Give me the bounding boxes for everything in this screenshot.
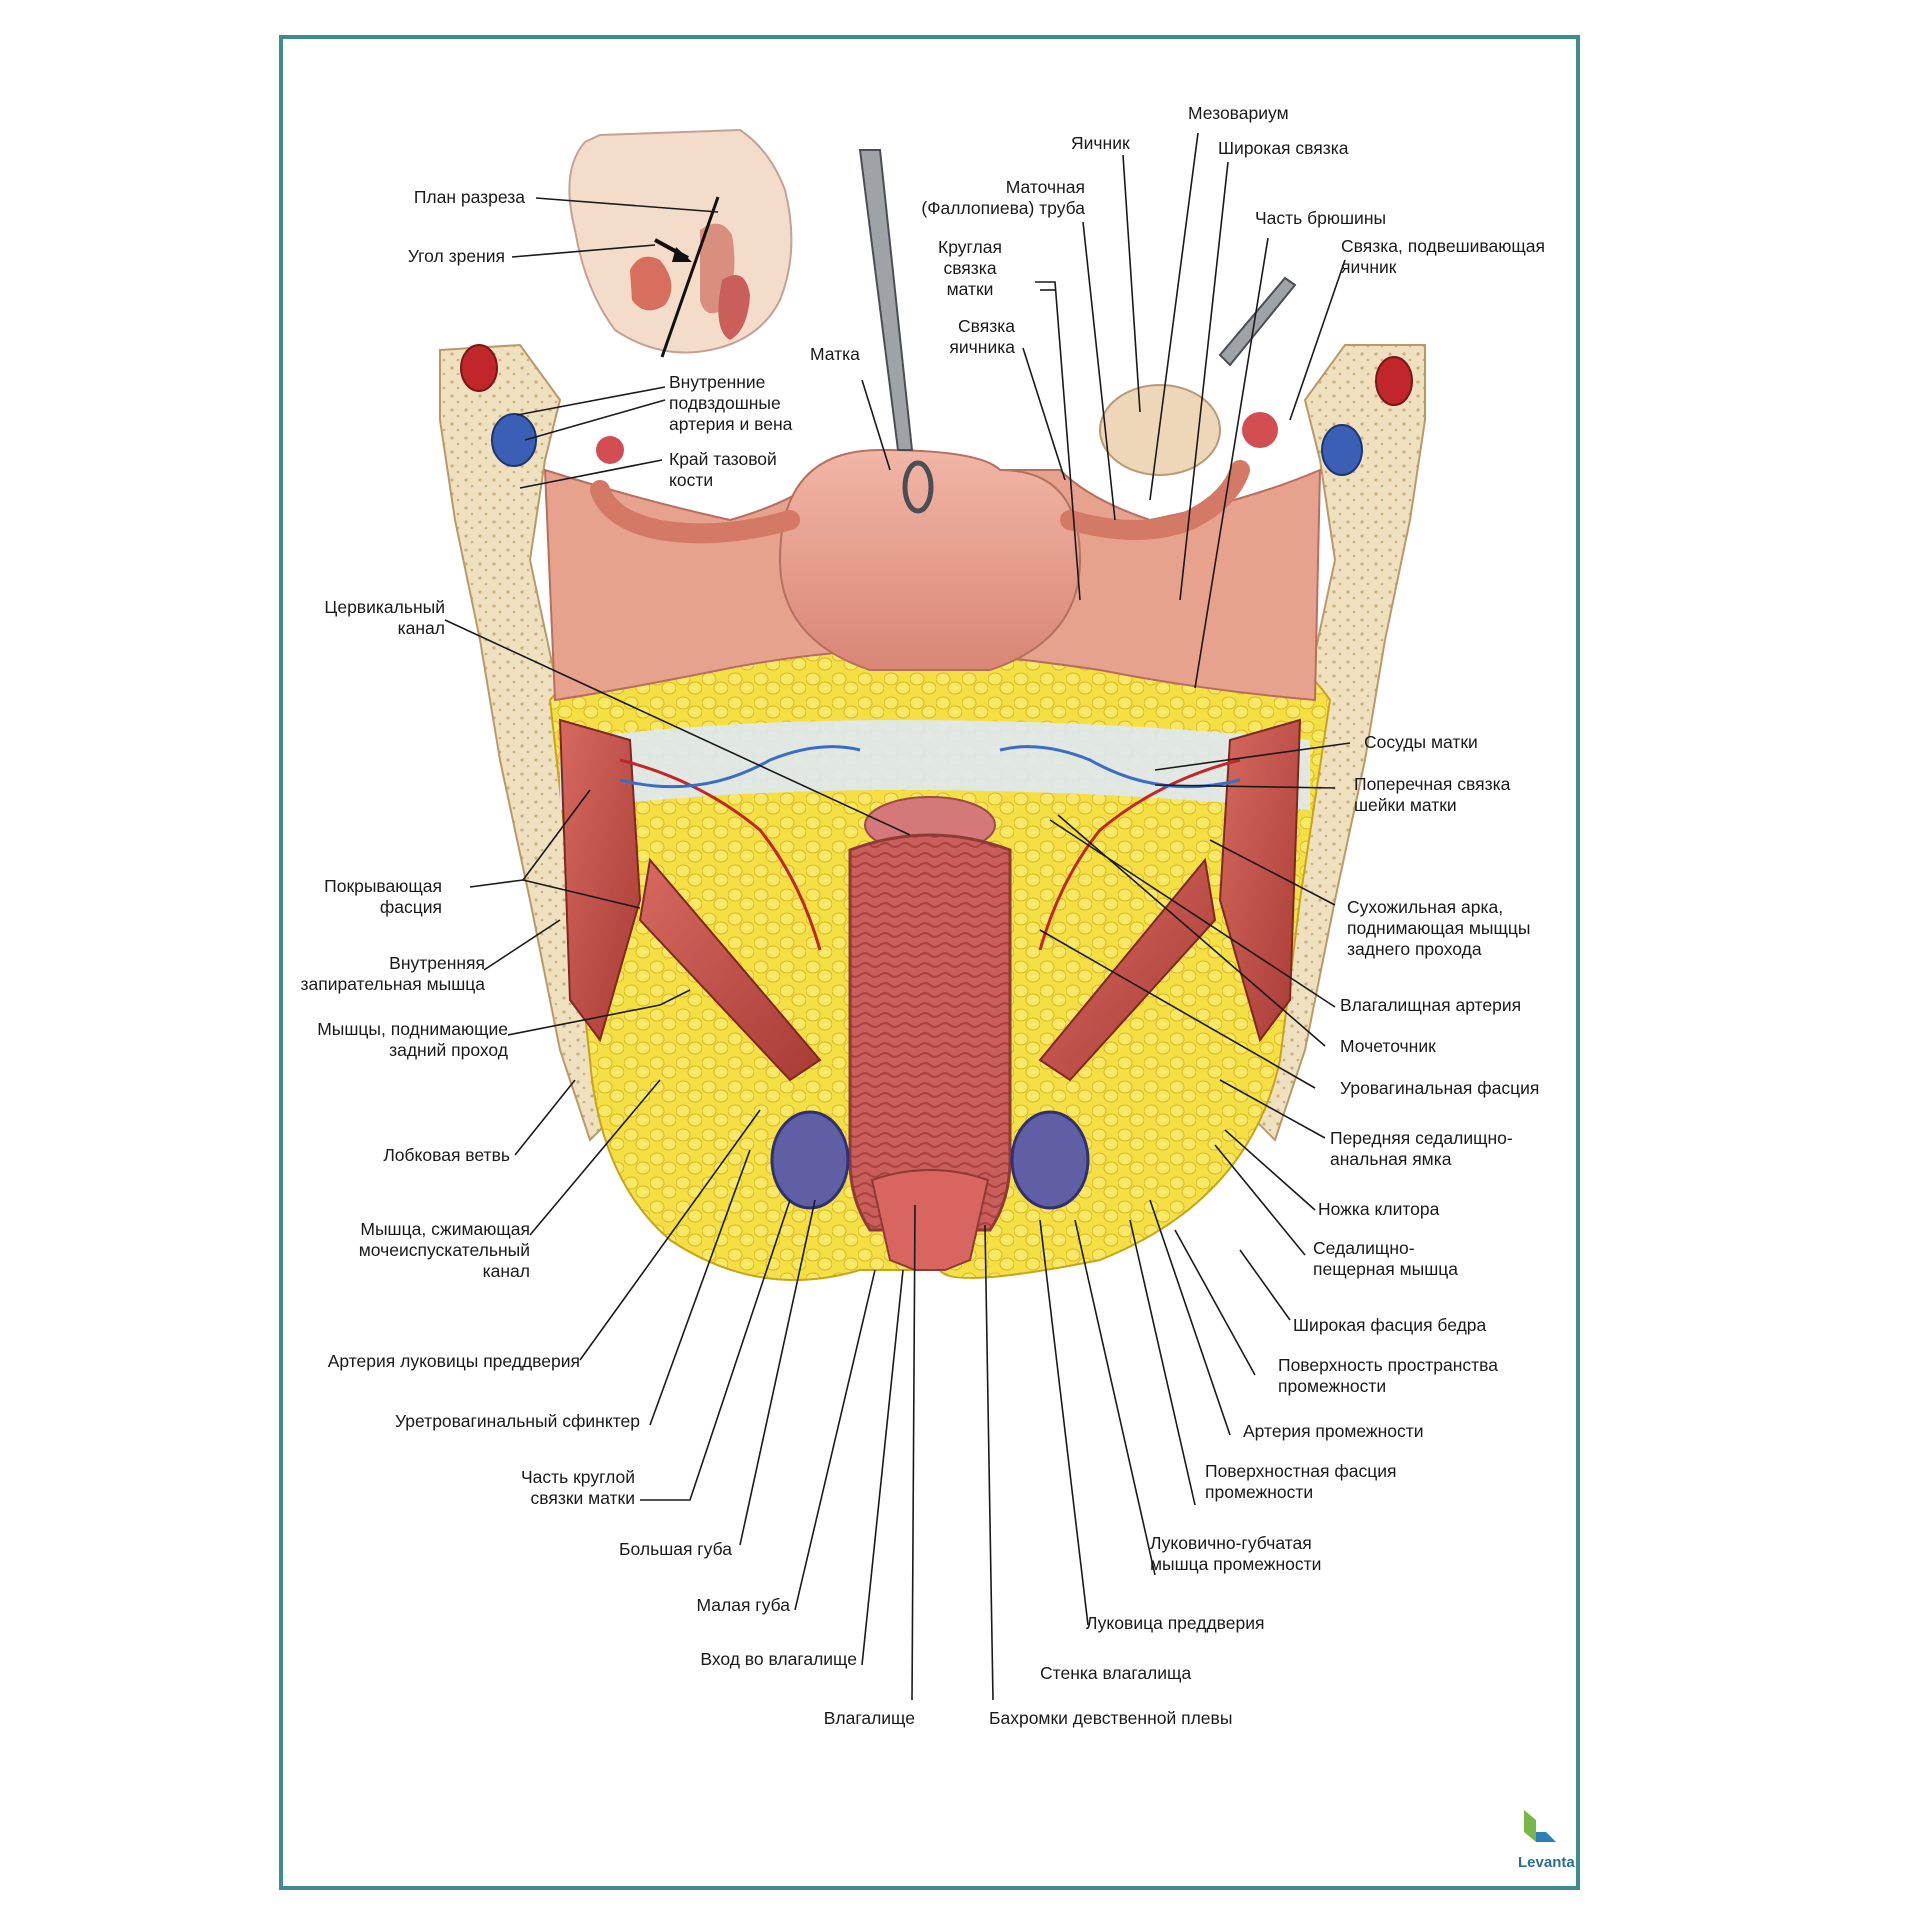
label-clitoris-crus: Ножка клитора (1318, 1199, 1440, 1219)
label-perineal-artery: Артерия промежности (1243, 1421, 1424, 1441)
fimbriae-left (596, 436, 624, 464)
levanta-logo-icon (1524, 1810, 1556, 1842)
label-labia-minora: Малая губа (696, 1595, 790, 1615)
label-vagina: Влагалище (823, 1708, 915, 1728)
label-ovary: Яичник (1071, 133, 1130, 153)
label-uterus: Матка (810, 344, 860, 364)
label-ischiocavernosus: Седалищно-пещерная мышца (1313, 1238, 1459, 1279)
levator-right (1038, 857, 1217, 1082)
label-urovaginal-fascia: Уровагинальная фасция (1340, 1078, 1540, 1098)
label-ischioanal-fossa: Передняя седалищно-анальная ямка (1330, 1128, 1513, 1169)
label-plan: План разреза (413, 187, 525, 207)
forceps (858, 149, 1297, 514)
obturator-muscle-left (558, 718, 642, 1043)
uterine-vessels (619, 745, 1241, 951)
label-urethrovaginal-sphincter: Уретровагинальный сфинктер (394, 1411, 640, 1431)
vagina-canal (848, 833, 1012, 1232)
label-vestibular-bulb: Луковица преддверия (1086, 1613, 1265, 1633)
inset-sagittal-sketch (568, 128, 793, 358)
label-introitus: Вход во влагалище (700, 1649, 857, 1669)
brand-logo-text: Levanta (1518, 1854, 1575, 1871)
vestibular-bulb-left (770, 1110, 850, 1210)
fallopian-tube-right (1060, 460, 1250, 540)
label-vaginal-artery: Влагалищная артерия (1340, 995, 1522, 1015)
vaginal-introitus (870, 1169, 990, 1271)
label-fascia-lata: Широкая фасция бедра (1293, 1315, 1487, 1335)
ovary-right (1099, 384, 1221, 476)
label-pubic-ramus: Лобковая ветвь (383, 1145, 510, 1165)
label-broad-ligament: Широкая связка (1218, 138, 1349, 158)
fimbriae-right (1242, 412, 1278, 448)
label-labia-majora: Большая губа (619, 1539, 732, 1559)
levator-left (638, 857, 822, 1082)
iliac-vessels (460, 344, 1413, 476)
uterus (778, 448, 1082, 671)
vestibular-bulb-right (1010, 1110, 1090, 1210)
fallopian-tube-left (590, 480, 800, 544)
label-uterine-vessels: Сосуды матки (1364, 732, 1478, 752)
label-fallopian-tube: Маточная(Фаллопиева) труба (921, 177, 1085, 218)
connective-tissue-band (560, 720, 1310, 810)
label-vaginal-wall: Стенка влагалища (1040, 1663, 1192, 1683)
label-hymen: Бахромки девственной плевы (989, 1708, 1233, 1728)
obturator-muscle-right (1218, 718, 1302, 1043)
label-ureter: Мочеточник (1340, 1036, 1436, 1056)
label-bulb-artery: Артерия луковицы преддверия (327, 1351, 580, 1371)
label-angle: Угол зрения (407, 246, 505, 266)
label-mesovarium: Мезовариум (1188, 103, 1289, 123)
label-peritoneum: Часть брюшины (1255, 208, 1387, 228)
